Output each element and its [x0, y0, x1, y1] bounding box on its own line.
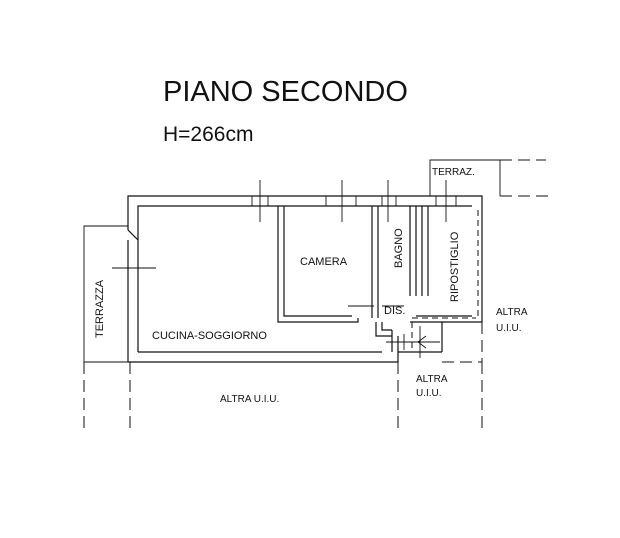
- height-label: H=266cm: [163, 123, 253, 146]
- terrazza-top-right: [429, 159, 550, 197]
- label-dis: DIS.: [384, 305, 405, 317]
- label-altra-center-line1: ALTRA: [416, 374, 448, 385]
- label-cucina-soggiorno: CUCINA-SOGGIORNO: [152, 330, 267, 342]
- label-altra-right-line2: U.I.U.: [496, 323, 522, 334]
- terrazza-left: [83, 225, 128, 363]
- label-camera: CAMERA: [300, 256, 348, 268]
- label-bagno: BAGNO: [393, 228, 405, 268]
- dis-symbols: [348, 305, 440, 358]
- label-altra-right-line1: ALTRA: [496, 307, 528, 318]
- label-terrazza: TERRAZZA: [94, 279, 106, 338]
- label-terraz: TERRAZ.: [432, 167, 475, 178]
- label-altra-center-line2: U.I.U.: [416, 388, 442, 399]
- label-ripostiglio: RIPOSTIGLIO: [449, 231, 461, 302]
- label-altra-uiu-bottom: ALTRA U.I.U.: [220, 394, 279, 405]
- window-marks: [112, 180, 457, 269]
- plan-title: PIANO SECONDO: [163, 76, 408, 108]
- interior-walls: [277, 206, 472, 356]
- openings: [411, 210, 479, 352]
- neighbor-boundaries: [83, 322, 483, 428]
